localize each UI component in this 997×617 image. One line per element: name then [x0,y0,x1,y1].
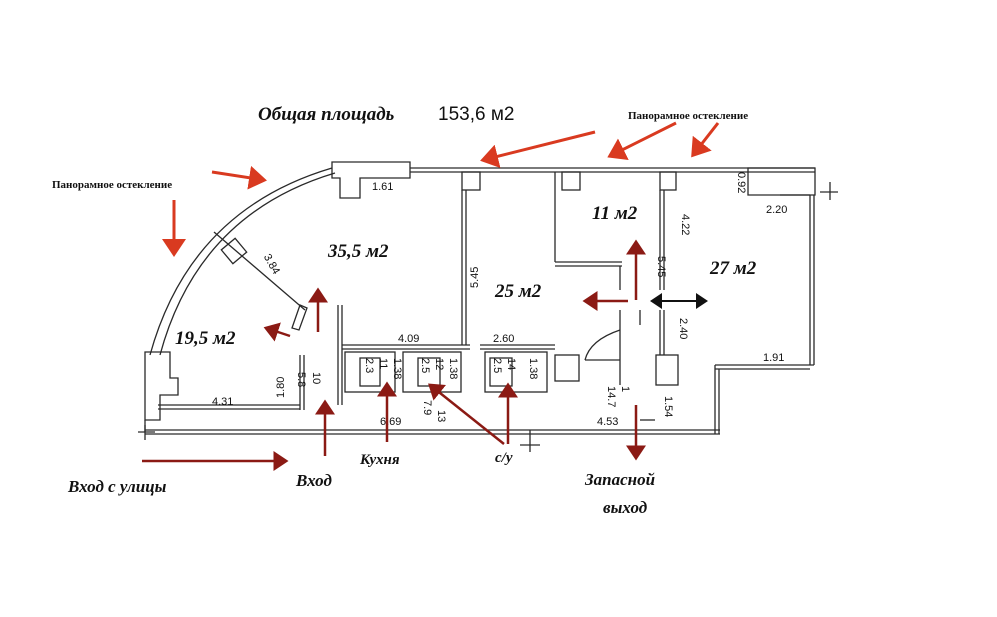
dim-1: 1 [619,386,631,392]
dim-180: 1.80 [275,377,287,398]
glazing-arrows [162,121,720,257]
column-top-3 [659,171,677,191]
entrance-label: Вход [295,471,332,490]
dim-260: 2.60 [493,333,514,345]
glazing-label-top: Панорамное остекление [628,110,748,122]
column-top-2 [561,171,581,191]
entrance-street-label: Вход с улицы [67,477,167,496]
block-wc-right [554,354,580,382]
column-right-mid [655,354,679,386]
dim-092: 0.92 [735,172,747,193]
emergency-exit-label-2: выход [603,498,648,517]
curved-glazing-outer [149,167,333,356]
dim-669: 6.69 [380,416,401,428]
dim-79: 7.9 [421,400,433,415]
dim-453: 4.53 [597,416,618,428]
dim-161: 1.61 [372,181,393,193]
arrow-glazing-left-1 [211,165,267,190]
dim-240: 2.40 [677,318,689,339]
arrow-to-19 [263,322,291,342]
block-kitchen-1-inner [359,357,381,387]
dim-545-a: 5.45 [469,267,481,288]
column-top-1 [461,171,481,191]
dim-384: 3.84 [261,252,282,277]
dim-25-a: 2.5 [419,358,431,373]
dim-11: 11 [377,358,389,369]
room-19-5-label: 19,5 м2 [175,328,236,349]
glazing-label-left: Панорамное остекление [52,179,172,191]
emergency-exit-label-1: Запасной [584,470,655,489]
dim-191: 1.91 [763,352,784,364]
dim-147: 14.7 [605,386,617,407]
dim-138-c: 1.38 [527,358,539,379]
dim-409: 4.09 [398,333,419,345]
dim-25-b: 2.5 [491,358,503,373]
dim-220: 2.20 [766,204,787,216]
dim-422: 4.22 [679,214,691,235]
total-area-value: 153,6 м2 [438,104,514,125]
total-area-title: Общая площадь [258,104,395,125]
room-35-5-label: 35,5 м2 [327,241,389,262]
room-11-label: 11 м2 [592,203,638,224]
arrow-glazing-top-2 [607,121,677,161]
dim-23: 2.3 [363,358,375,373]
door-swing-25 [584,329,621,361]
dim-10: 10 [310,372,322,384]
dim-12: 12 [433,358,445,370]
column-left [144,351,179,421]
diagonal-wall-column [220,237,248,265]
arrow-wc-1 [428,383,505,445]
dim-138-a: 1.38 [391,358,403,379]
dim-58: 5.8 [295,372,307,387]
wc-label: с/у [495,450,513,466]
dim-545-b: 5.45 [655,256,667,277]
dim-154: 1.54 [662,396,674,417]
dim-138-b: 1.38 [447,358,459,379]
dim-13: 13 [435,410,447,422]
room-25-label: 25 м2 [494,281,542,302]
diagonal-wall-end [291,304,308,331]
kitchen-label: Кухня [359,452,400,468]
walls [138,161,838,452]
dim-431: 4.31 [212,396,233,408]
block-kitchen-1 [344,351,396,393]
diagonal-wall [213,231,306,311]
arrow-glazing-top-3 [691,122,720,158]
column-top-right [747,167,816,196]
dim-14: 14 [505,358,517,370]
column-top-left [331,161,411,199]
movement-arrows [142,239,708,471]
arrow-glazing-top-1 [480,130,596,169]
room-27-label: 27 м2 [709,258,757,279]
